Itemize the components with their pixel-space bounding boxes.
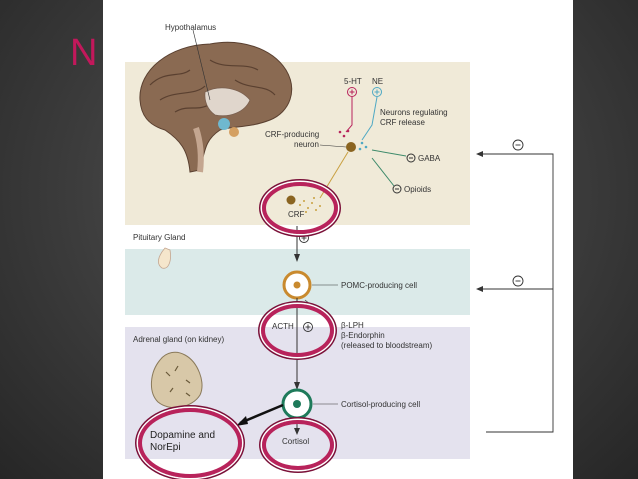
pituitary-illustration bbox=[158, 247, 171, 269]
feedback-loop bbox=[480, 153, 554, 433]
label-5ht: 5-HT bbox=[344, 77, 362, 86]
label-neurons-regulating-1: Neurons regulating bbox=[380, 108, 448, 117]
label-acth: ACTH bbox=[272, 322, 294, 331]
cortisol-highlight bbox=[262, 420, 334, 470]
label-opioids: Opioids bbox=[404, 185, 432, 194]
dopamine-highlight bbox=[138, 408, 242, 478]
slide-title: N bbox=[70, 32, 99, 74]
label-crf: CRF bbox=[288, 210, 305, 219]
label-adrenal: Adrenal gland (on kidney) bbox=[133, 335, 225, 344]
label-ne: NE bbox=[372, 77, 384, 86]
label-released: (released to bloodstream) bbox=[341, 341, 433, 350]
label-blph: β-LPH bbox=[341, 321, 364, 330]
label-cortisol: Cortisol bbox=[282, 437, 310, 446]
brain-illustration bbox=[139, 41, 293, 173]
label-hypothalamus: Hypothalamus bbox=[165, 23, 217, 32]
crf-highlight bbox=[262, 182, 338, 234]
adrenal-illustration bbox=[151, 351, 203, 409]
label-pomc-cell: POMC-producing cell bbox=[341, 281, 418, 290]
label-pituitary: Pituitary Gland bbox=[133, 233, 186, 242]
label-bendorphin: β-Endorphin bbox=[341, 331, 385, 340]
label-cortisol-cell: Cortisol-producing cell bbox=[341, 400, 421, 409]
label-gaba: GABA bbox=[418, 154, 441, 163]
label-crf-neuron-1: CRF-producing bbox=[265, 130, 320, 139]
label-neurons-regulating-2: CRF release bbox=[380, 118, 425, 127]
label-crf-neuron-2: neuron bbox=[294, 140, 319, 149]
regulating-neurons bbox=[338, 87, 416, 194]
label-dopamine-norepi: Dopamine and NorEpi bbox=[150, 430, 216, 453]
hypothalamus-pointer bbox=[192, 29, 211, 101]
acth-highlight bbox=[261, 304, 334, 357]
dopamine-arrow bbox=[239, 403, 284, 425]
